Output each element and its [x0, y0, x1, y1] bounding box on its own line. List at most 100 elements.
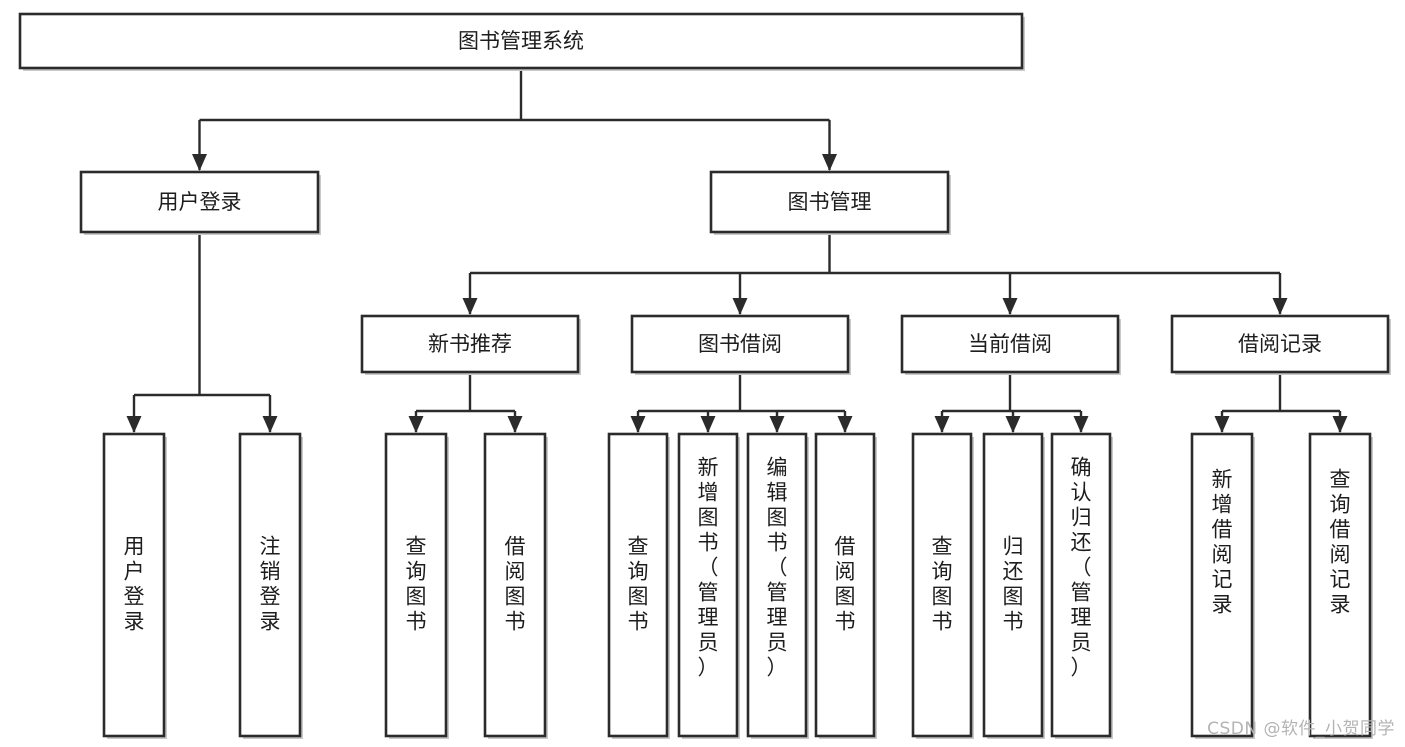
node-label-char: 员	[1071, 631, 1092, 655]
node-label-char: 登	[124, 585, 145, 609]
node-label-char: （	[767, 556, 788, 580]
connector-layer	[126, 68, 1348, 433]
node-rect	[814, 432, 876, 738]
node-new-book-rec[interactable]: 新书推荐	[360, 314, 581, 375]
node-label-char: 查	[406, 535, 427, 559]
node-rect	[384, 432, 448, 738]
node-label-char: 户	[124, 560, 145, 584]
node-rect	[677, 432, 739, 738]
node-label-char: 查	[932, 535, 953, 559]
node-label-char: 查	[628, 535, 649, 559]
arrow-head-icon	[262, 416, 278, 433]
node-rect	[1190, 432, 1254, 738]
node-label-char: （	[1071, 556, 1092, 580]
arrow-head-icon	[1005, 416, 1021, 433]
node-label-char: 询	[628, 560, 649, 584]
node-label-char: 理	[767, 606, 788, 630]
node-label-char: 录	[260, 610, 281, 634]
node-label: 图书借阅	[698, 332, 782, 356]
node-user-login[interactable]: 用户登录	[79, 170, 321, 235]
node-label-char: 借	[1330, 518, 1351, 542]
node-book-borrow[interactable]: 图书借阅	[630, 314, 851, 375]
node-label-char: 还	[1071, 531, 1092, 555]
node-label-char: 阅	[505, 560, 526, 584]
arrow-head-icon	[1002, 298, 1018, 315]
node-rect	[79, 170, 320, 234]
node-label-char: 书	[505, 610, 526, 634]
node-label-char: 管	[698, 581, 719, 605]
node-label-char: ）	[767, 656, 788, 680]
node-rect	[607, 432, 669, 738]
arrow-head-icon	[126, 416, 142, 433]
node-book-manage[interactable]: 图书管理	[709, 170, 951, 235]
node-label-char: 书	[767, 531, 788, 555]
node-label-char: ）	[698, 656, 719, 680]
node-label-char: 归	[1071, 506, 1092, 530]
node-label-char: 员	[698, 631, 719, 655]
node-rect	[982, 432, 1044, 738]
node-rect	[630, 314, 850, 374]
node-label-char: 录	[1212, 593, 1233, 617]
node-label-char: 录	[1330, 593, 1351, 617]
node-label: 借阅记录	[1238, 332, 1322, 356]
node-label-char: 归	[1003, 535, 1024, 559]
node-label-char: ）	[1071, 656, 1092, 680]
arrow-head-icon	[732, 298, 748, 315]
node-label-char: 编	[767, 456, 788, 480]
node-label-char: 书	[1003, 610, 1024, 634]
node-label-char: 新	[698, 456, 719, 480]
node-rect	[18, 12, 1024, 70]
node-rect	[360, 314, 580, 374]
node-label-char: （	[698, 556, 719, 580]
arrow-head-icon	[934, 416, 950, 433]
node-label: 图书管理	[788, 190, 872, 214]
node-label-char: 借	[835, 535, 856, 559]
node-label-char: 书	[932, 610, 953, 634]
arrow-head-icon	[1272, 298, 1288, 315]
arrow-head-icon	[462, 298, 478, 315]
node-current-borrow[interactable]: 当前借阅	[900, 314, 1121, 375]
node-label-char: 理	[1071, 606, 1092, 630]
arrow-head-icon	[1214, 416, 1230, 433]
node-label-char: 询	[932, 560, 953, 584]
arrow-head-icon	[700, 416, 716, 433]
node-label-char: 书	[406, 610, 427, 634]
node-label: 当前借阅	[968, 332, 1052, 356]
node-label-char: 用	[124, 535, 145, 559]
arrow-head-icon	[1332, 416, 1348, 433]
node-label-char: 借	[1212, 518, 1233, 542]
arrow-head-icon	[822, 154, 837, 171]
node-rect	[1170, 314, 1390, 374]
arrow-head-icon	[837, 416, 853, 433]
node-label-char: 理	[698, 606, 719, 630]
node-root[interactable]: 图书管理系统	[18, 12, 1025, 71]
node-label: 用户登录	[158, 190, 242, 214]
node-label-char: 增	[698, 481, 719, 505]
node-rect	[1050, 432, 1112, 738]
node-label-char: 阅	[835, 560, 856, 584]
node-label-char: 辑	[767, 481, 788, 505]
node-label-char: 管	[767, 581, 788, 605]
node-borrow-record[interactable]: 借阅记录	[1170, 314, 1391, 375]
node-label-char: 登	[260, 585, 281, 609]
node-label-char: 录	[124, 610, 145, 634]
node-label-char: 员	[767, 631, 788, 655]
node-label-char: 图	[505, 585, 526, 609]
node-label-char: 增	[1212, 493, 1233, 517]
node-label-char: 记	[1212, 568, 1233, 592]
node-leaf-user-login[interactable]: 用户登录	[102, 432, 167, 739]
node-label-char: 书	[628, 610, 649, 634]
